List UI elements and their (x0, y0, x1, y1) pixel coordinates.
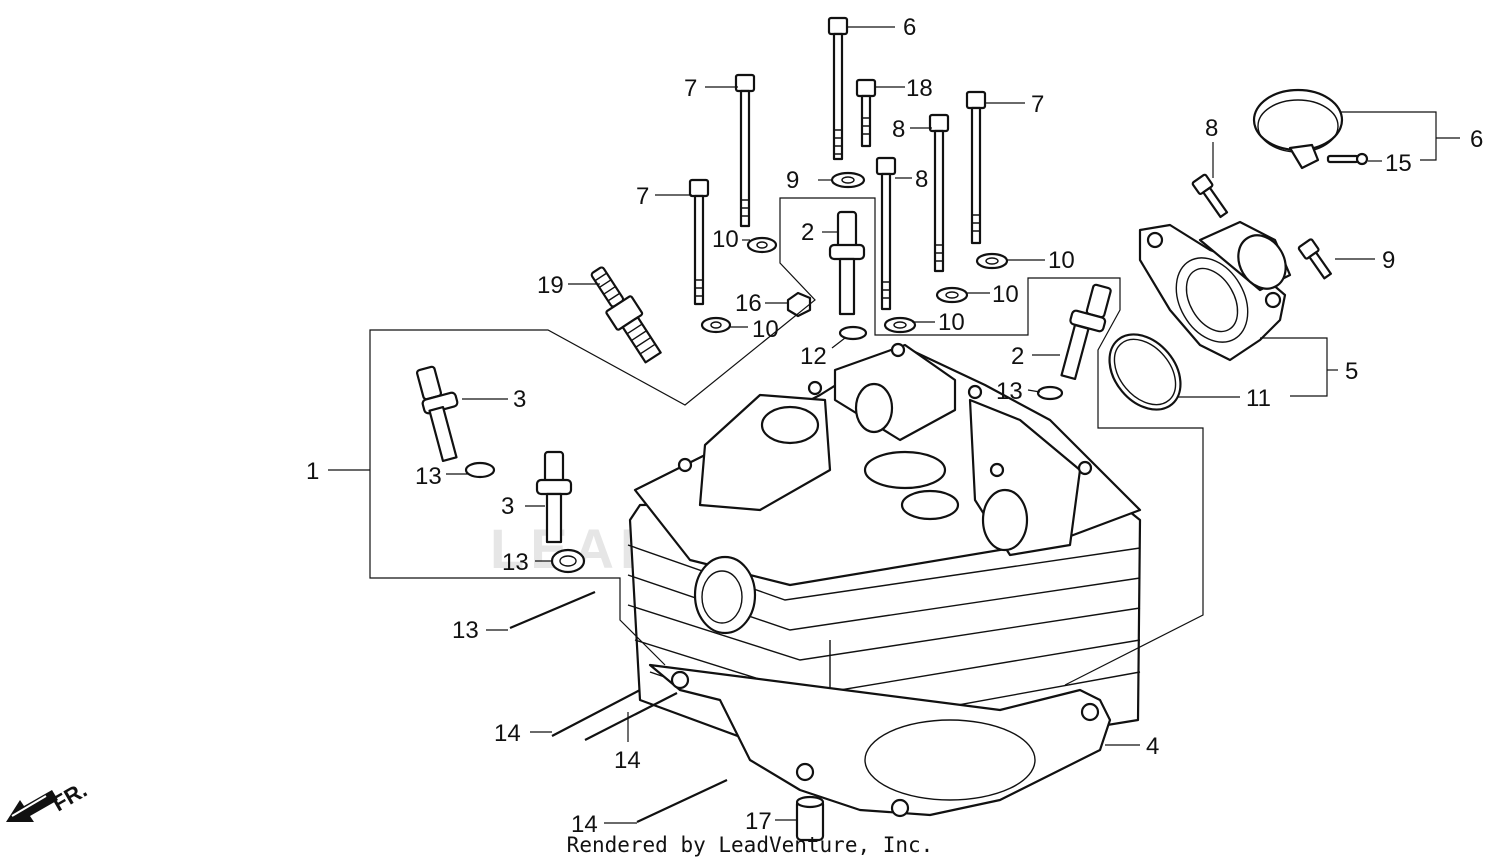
valve-guide-2-right[interactable] (1060, 283, 1112, 381)
bolt-7-front[interactable] (688, 178, 710, 306)
front-direction-label: FR. (48, 777, 91, 816)
nut-16[interactable] (786, 291, 812, 318)
washer-10-b[interactable] (746, 236, 778, 254)
callout-10: 9 (786, 167, 799, 194)
stud-14-d[interactable] (636, 779, 728, 823)
hose-clamp-6[interactable] (1252, 88, 1344, 170)
callout-9: 8 (1205, 115, 1218, 142)
bolt-18[interactable] (855, 78, 877, 148)
washer-13-c[interactable] (464, 461, 496, 479)
callout-5: 5 (1345, 358, 1358, 385)
washer-11[interactable] (700, 316, 732, 334)
bracket-6 (1340, 111, 1437, 161)
bolt-8-right[interactable] (965, 90, 987, 245)
bolt-9-upper[interactable] (1191, 173, 1230, 219)
bracket-5 (1260, 337, 1328, 397)
callout-13: 13 (415, 463, 442, 490)
leader-lines (328, 26, 1460, 824)
washer-10-d[interactable] (935, 286, 969, 304)
render-credit: Rendered by LeadVenture, Inc. (566, 833, 934, 857)
callout-7: 7 (684, 75, 697, 102)
callout-7: 6 (903, 14, 916, 41)
callout-6: 6 (1470, 126, 1483, 153)
callout-3: 3 (501, 493, 514, 520)
callout-4: 4 (1146, 733, 1159, 760)
spark-plug-19[interactable] (584, 262, 666, 366)
washer-13-d[interactable] (550, 548, 586, 574)
callout-14: 14 (494, 720, 521, 747)
callout-18: 18 (906, 75, 933, 102)
callout-19: 19 (537, 272, 564, 299)
stud-14-a[interactable] (509, 590, 596, 630)
callout-17: 17 (745, 808, 772, 835)
callout-3: 3 (513, 386, 526, 413)
callout-10: 10 (1048, 247, 1075, 274)
callout-15: 15 (1385, 150, 1412, 177)
bolt-8-mid[interactable] (928, 113, 950, 273)
dowel-pin[interactable] (795, 795, 825, 842)
callout-16: 16 (735, 290, 762, 317)
callout-9: 9 (1382, 247, 1395, 274)
screw-15[interactable] (1326, 152, 1369, 166)
valve-guide-2-top[interactable] (828, 210, 866, 316)
callout-14: 14 (614, 747, 641, 774)
o-ring-12[interactable] (1095, 321, 1195, 424)
callout-12: 11 (1246, 385, 1271, 412)
callout-1: 1 (306, 458, 319, 485)
callout-7: 7 (636, 183, 649, 210)
callout-14: 13 (452, 617, 479, 644)
callout-10: 10 (712, 226, 739, 253)
head-gasket[interactable] (648, 663, 1112, 818)
bolt-9-lower[interactable] (1297, 238, 1334, 281)
callout-11: 10 (752, 316, 779, 343)
callout-13: 13 (502, 549, 529, 576)
washer-13-a[interactable] (838, 325, 868, 341)
stud-14-b[interactable] (551, 689, 641, 737)
callout-10: 10 (992, 281, 1019, 308)
bolt-8-left[interactable] (875, 156, 897, 311)
valve-guide-3-upper[interactable] (415, 365, 459, 463)
callout-8: 8 (892, 116, 905, 143)
stud-14-c[interactable] (584, 692, 678, 741)
callout-2: 2 (1011, 343, 1024, 370)
callout-13: 12 (800, 343, 827, 370)
callout-10: 10 (938, 309, 965, 336)
callout-8: 7 (1031, 91, 1044, 118)
intake-pipe-5[interactable] (1138, 220, 1295, 362)
callout-14: 14 (571, 811, 598, 838)
head-assembly-bracket-lower (369, 470, 666, 666)
callout-2: 2 (801, 219, 814, 246)
callout-13: 13 (996, 378, 1023, 405)
washer-10-a[interactable] (830, 171, 866, 189)
callout-8: 8 (915, 166, 928, 193)
bolt-7-left[interactable] (734, 73, 756, 228)
washer-13-b[interactable] (1036, 385, 1064, 401)
front-direction-arrow: FR. (6, 777, 91, 822)
washer-10-c[interactable] (975, 252, 1009, 270)
washer-10-e[interactable] (883, 316, 917, 334)
valve-guide-3-lower[interactable] (535, 450, 573, 544)
head-assembly-bracket (369, 197, 1204, 686)
bolt-7-top[interactable] (827, 16, 849, 161)
